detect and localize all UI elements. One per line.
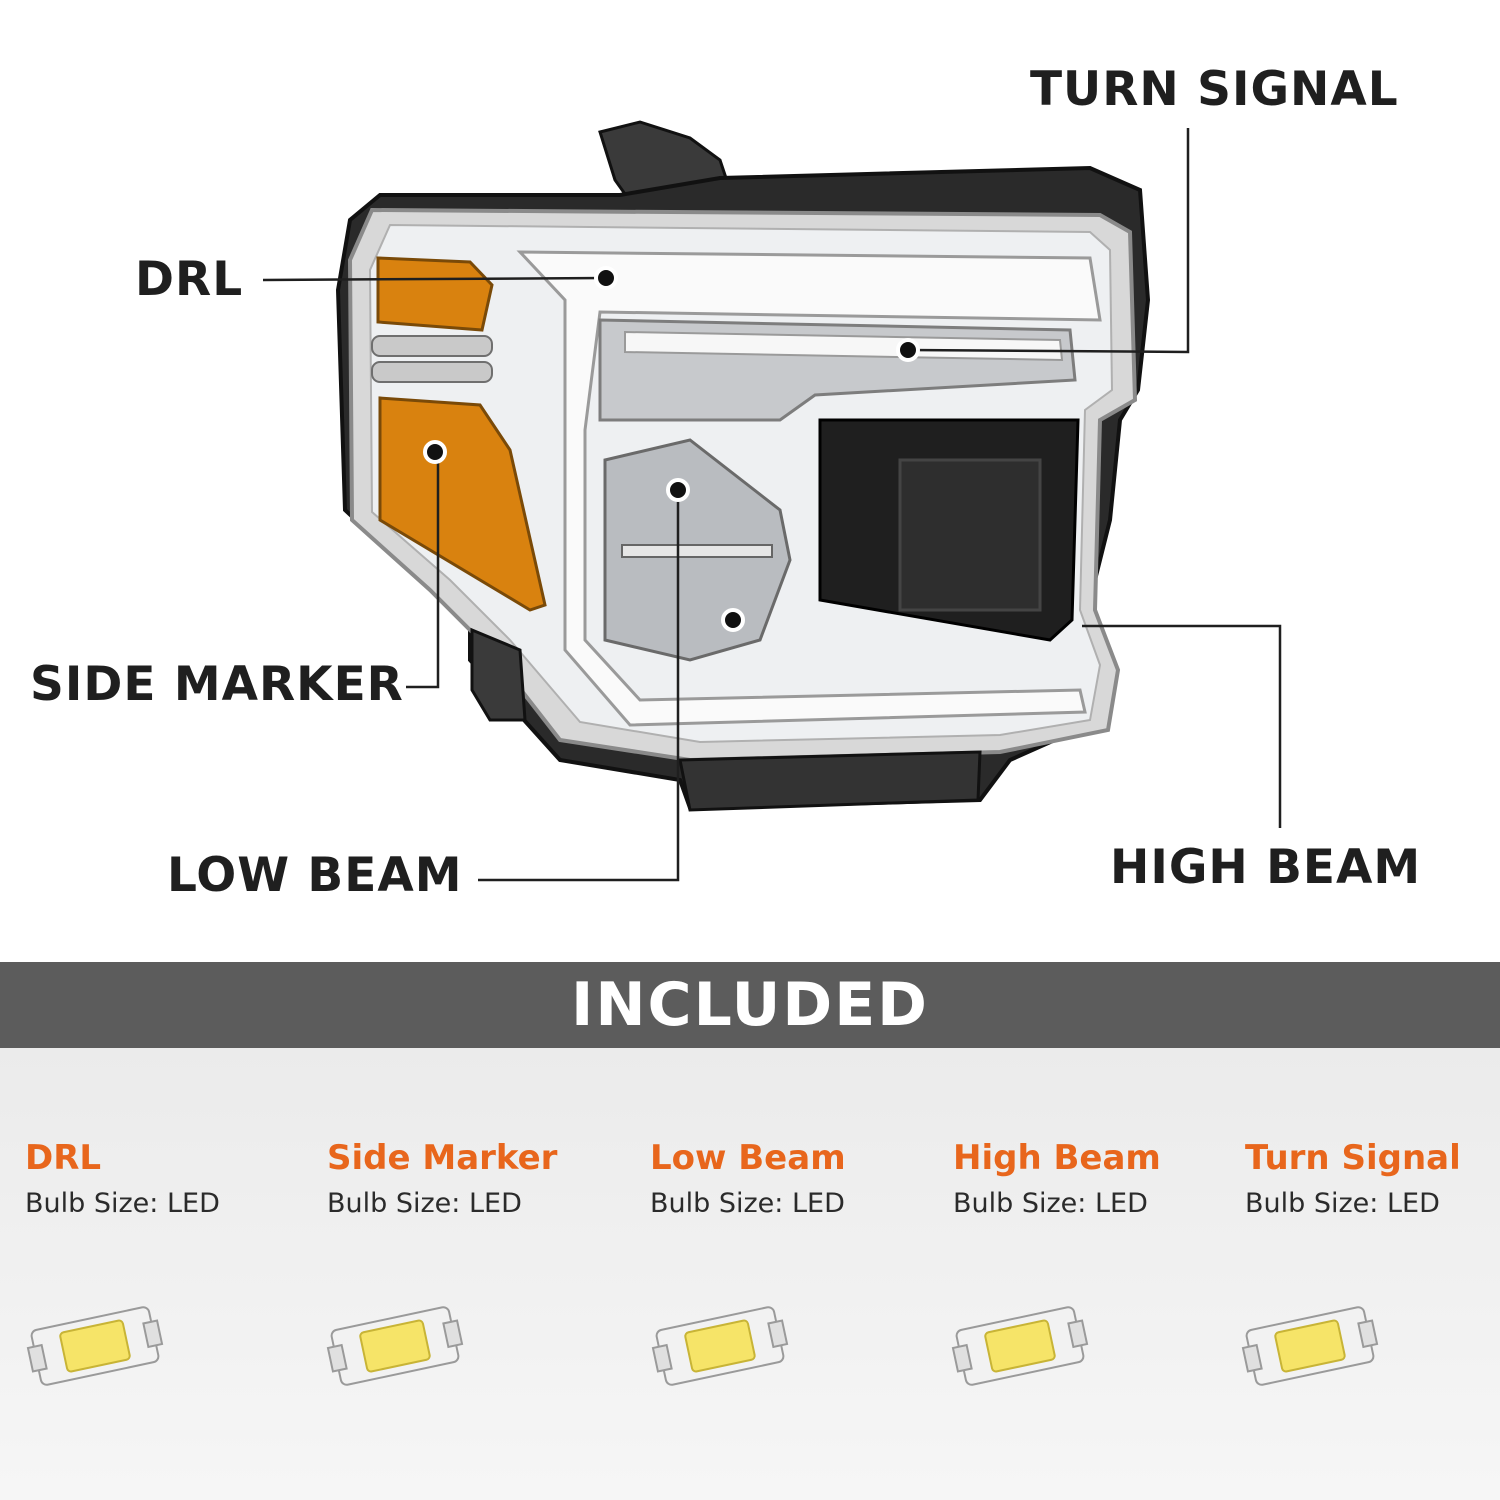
low-beam-led-row [621, 544, 773, 558]
marker-chrome-bar-2 [371, 361, 493, 383]
included-item-high-beam: High Beam Bulb Size: LED [953, 1138, 1233, 1219]
amber-marker-lower [378, 396, 547, 612]
dot-turn-signal [896, 338, 920, 362]
dot-side-marker [423, 440, 447, 464]
turn-signal-strip [624, 330, 1064, 362]
led-chip-icon [1241, 1306, 1379, 1386]
item-name: Side Marker [327, 1138, 558, 1178]
item-name: Turn Signal [1245, 1138, 1461, 1178]
included-item-low-beam: Low Beam Bulb Size: LED [650, 1138, 930, 1219]
led-chip-icon [651, 1306, 789, 1386]
dot-low-beam-lower [721, 608, 745, 632]
led-chip-icon [26, 1306, 164, 1386]
item-bulb-size: Bulb Size: LED [25, 1188, 220, 1219]
callout-low-beam: LOW BEAM [167, 848, 463, 903]
dot-drl [594, 266, 618, 290]
item-name: DRL [25, 1138, 102, 1178]
leader-line-high-beam [1082, 624, 1282, 828]
item-bulb-size: Bulb Size: LED [1245, 1188, 1440, 1219]
item-bulb-size: Bulb Size: LED [650, 1188, 845, 1219]
callout-turn-signal: TURN SIGNAL [1030, 62, 1399, 117]
callout-high-beam: HIGH BEAM [1110, 840, 1422, 895]
callout-drl: DRL [135, 252, 244, 307]
item-bulb-size: Bulb Size: LED [327, 1188, 522, 1219]
included-panel [0, 1048, 1500, 1500]
included-banner: INCLUDED [0, 962, 1500, 1048]
dot-low-beam-upper [666, 478, 690, 502]
included-item-drl: DRL Bulb Size: LED [25, 1138, 305, 1219]
led-chip-icon [326, 1306, 464, 1386]
high-beam-module-detail [898, 458, 1042, 612]
item-name: Low Beam [650, 1138, 846, 1178]
leader-line-drl [262, 276, 607, 282]
item-name: High Beam [953, 1138, 1161, 1178]
included-banner-title: INCLUDED [571, 970, 929, 1040]
amber-marker-upper [376, 256, 494, 332]
callout-side-marker: SIDE MARKER [30, 657, 404, 712]
headlight-illustration [262, 120, 1282, 882]
led-chip-icon [951, 1306, 1089, 1386]
leader-line-turn-signal [907, 128, 1190, 354]
included-item-side-marker: Side Marker Bulb Size: LED [327, 1138, 607, 1219]
leader-line-low-beam [478, 490, 680, 882]
callout-dots [423, 266, 920, 632]
included-item-turn-signal: Turn Signal Bulb Size: LED [1245, 1138, 1500, 1219]
lower-mount [678, 750, 982, 812]
side-mount [470, 627, 527, 722]
drl-light-bar [516, 250, 1102, 727]
headlight-image [335, 120, 1151, 812]
item-bulb-size: Bulb Size: LED [953, 1188, 1148, 1219]
marker-chrome-bar-1 [371, 335, 493, 357]
